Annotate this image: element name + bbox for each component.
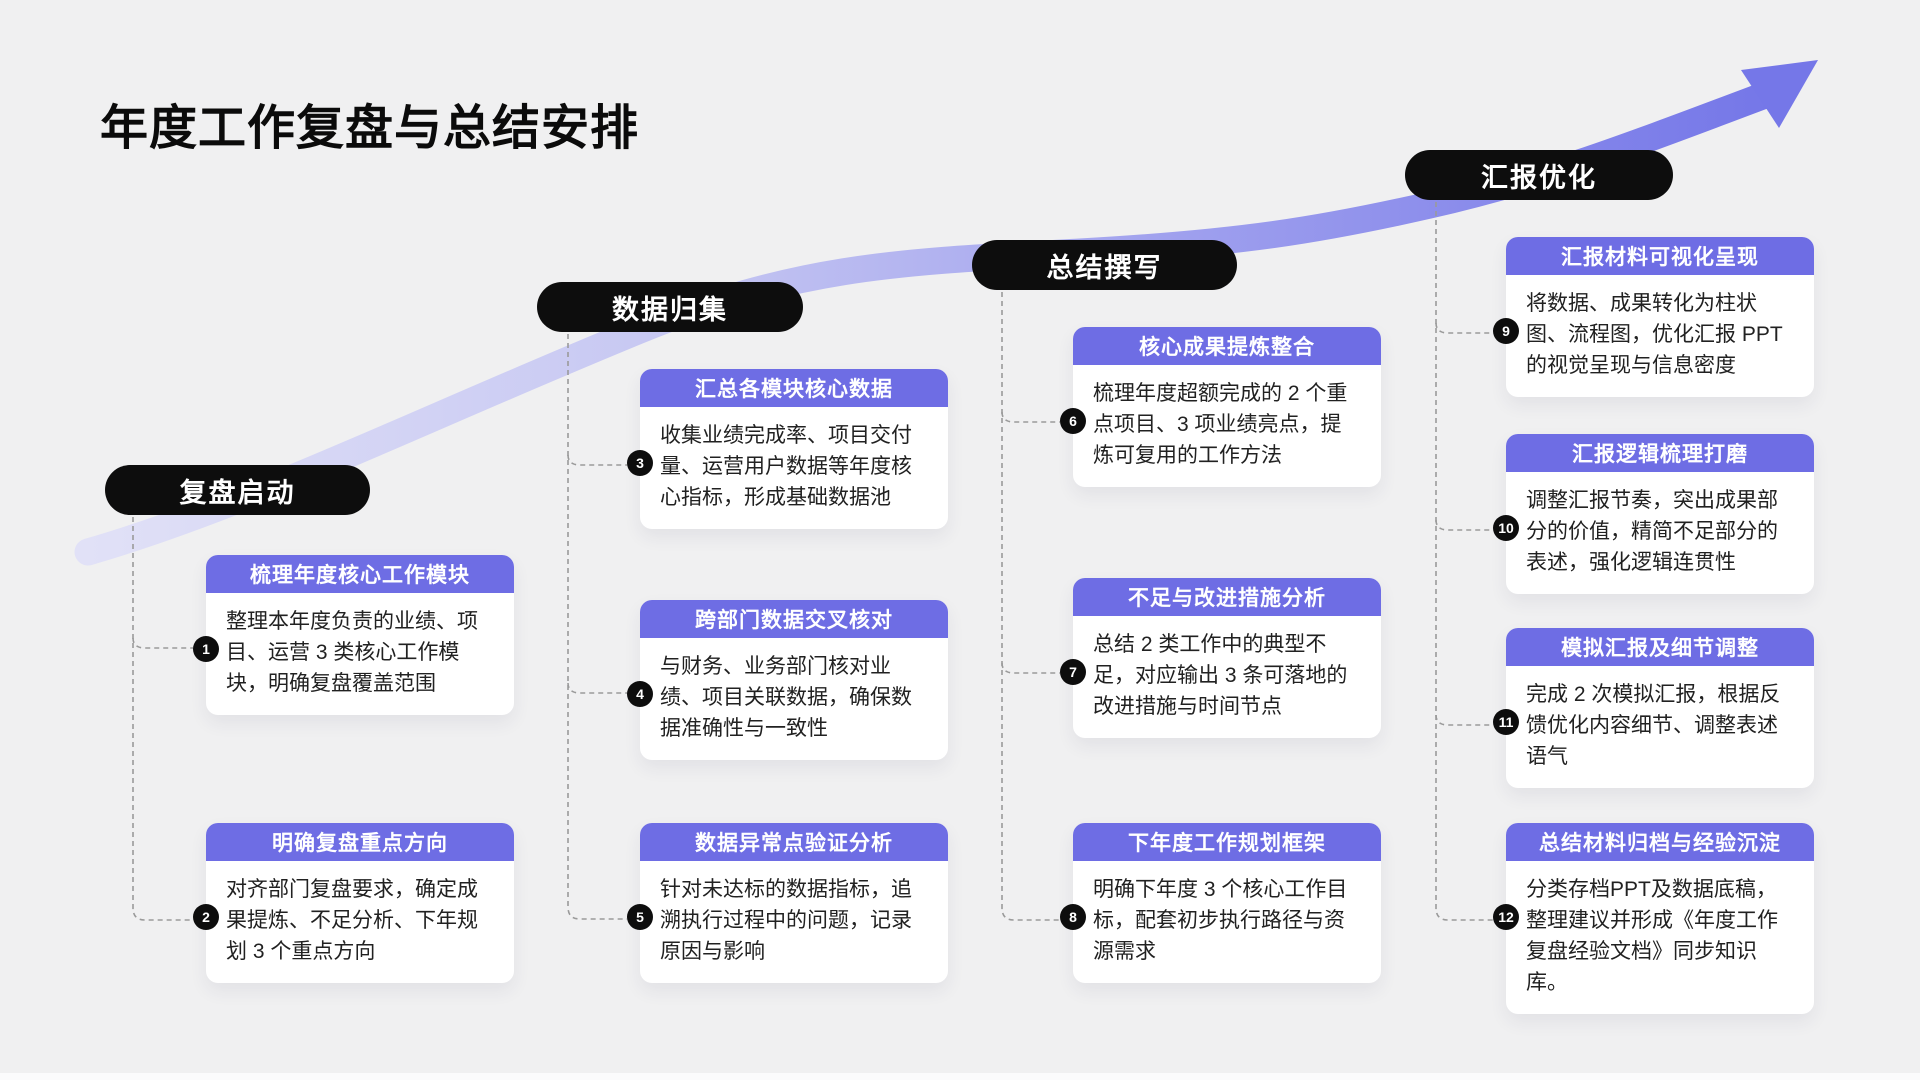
task-card-body: 明确下年度 3 个核心工作目标，配套初步执行路径与资源需求 (1093, 878, 1348, 963)
task-card-body: 整理本年度负责的业绩、项目、运营 3 类核心工作模块，明确复盘覆盖范围 (226, 610, 478, 695)
task-card-body: 梳理年度超额完成的 2 个重点项目、3 项业绩亮点，提炼可复用的工作方法 (1093, 382, 1348, 467)
task-card-title: 总结材料归档与经验沉淀 (1506, 823, 1814, 861)
task-card-title: 核心成果提炼整合 (1073, 327, 1381, 365)
task-card: 3 汇总各模块核心数据 收集业绩完成率、项目交付量、运营用户数据等年度核心指标，… (627, 369, 948, 529)
task-card-title: 汇报逻辑梳理打磨 (1506, 434, 1814, 472)
task-card-body: 收集业绩完成率、项目交付量、运营用户数据等年度核心指标，形成基础数据池 (660, 424, 912, 509)
task-card-body: 对齐部门复盘要求，确定成果提炼、不足分析、下年规划 3 个重点方向 (226, 878, 478, 963)
task-card: 8 下年度工作规划框架 明确下年度 3 个核心工作目标，配套初步执行路径与资源需… (1060, 823, 1381, 983)
task-card: 10 汇报逻辑梳理打磨 调整汇报节奏，突出成果部分的价值，精简不足部分的表述，强… (1493, 434, 1814, 594)
task-card-title: 跨部门数据交叉核对 (640, 600, 948, 638)
task-card: 1 梳理年度核心工作模块 整理本年度负责的业绩、项目、运营 3 类核心工作模块，… (193, 555, 514, 715)
step-number-badge: 7 (1060, 659, 1086, 685)
page-title: 年度工作复盘与总结安排 (100, 102, 640, 155)
stage-pill-label: 汇报优化 (1481, 162, 1597, 193)
task-card: 9 汇报材料可视化呈现 将数据、成果转化为柱状图、流程图，优化汇报 PPT 的视… (1493, 237, 1814, 397)
task-card: 2 明确复盘重点方向 对齐部门复盘要求，确定成果提炼、不足分析、下年规划 3 个… (193, 823, 514, 983)
step-number-badge: 11 (1493, 709, 1519, 735)
task-card-body: 针对未达标的数据指标，追溯执行过程中的问题，记录原因与影响 (660, 878, 912, 963)
task-card-title: 汇总各模块核心数据 (640, 369, 948, 407)
step-number-badge: 2 (193, 904, 219, 930)
task-card-title: 梳理年度核心工作模块 (206, 555, 514, 593)
task-card: 11 模拟汇报及细节调整 完成 2 次模拟汇报，根据反馈优化内容细节、调整表述语… (1493, 628, 1814, 788)
task-card-title: 数据异常点验证分析 (640, 823, 948, 861)
footer-strip (0, 1073, 1920, 1080)
step-number-badge: 10 (1493, 515, 1519, 541)
task-card: 6 核心成果提炼整合 梳理年度超额完成的 2 个重点项目、3 项业绩亮点，提炼可… (1060, 327, 1381, 487)
stage-pill-summary-writing: 总结撰写 (972, 240, 1237, 290)
task-card-title: 模拟汇报及细节调整 (1506, 628, 1814, 666)
task-card-title: 明确复盘重点方向 (206, 823, 514, 861)
step-number-badge: 4 (627, 681, 653, 707)
stage-pill-label: 数据归集 (612, 294, 728, 325)
task-card-body: 与财务、业务部门核对业绩、项目关联数据，确保数据准确性与一致性 (660, 655, 912, 740)
task-card-body: 将数据、成果转化为柱状图、流程图，优化汇报 PPT 的视觉呈现与信息密度 (1526, 292, 1783, 377)
stage-pill-data-collection: 数据归集 (537, 282, 803, 332)
stage-pill-review-kickoff: 复盘启动 (105, 465, 370, 515)
step-number-badge: 9 (1493, 318, 1519, 344)
task-card: 7 不足与改进措施分析 总结 2 类工作中的典型不足，对应输出 3 条可落地的改… (1060, 578, 1381, 738)
task-card-title: 下年度工作规划框架 (1073, 823, 1381, 861)
task-card-title: 汇报材料可视化呈现 (1506, 237, 1814, 275)
step-number-badge: 1 (193, 636, 219, 662)
task-card: 4 跨部门数据交叉核对 与财务、业务部门核对业绩、项目关联数据，确保数据准确性与… (627, 600, 948, 760)
step-number-badge: 12 (1493, 904, 1519, 930)
step-number-badge: 8 (1060, 904, 1086, 930)
task-card-body: 调整汇报节奏，突出成果部分的价值，精简不足部分的表述，强化逻辑连贯性 (1526, 489, 1778, 574)
task-card-title: 不足与改进措施分析 (1073, 578, 1381, 616)
stage-pill-report-optimization: 汇报优化 (1405, 150, 1673, 200)
task-card-body: 总结 2 类工作中的典型不足，对应输出 3 条可落地的改进措施与时间节点 (1093, 633, 1348, 718)
step-number-badge: 6 (1060, 408, 1086, 434)
task-card-body: 分类存档PPT及数据底稿，整理建议并形成《年度工作复盘经验文档》同步知识库。 (1526, 878, 1778, 994)
connector-lines (132, 202, 1493, 921)
stage-pill-label: 总结撰写 (1046, 252, 1163, 283)
task-card: 5 数据异常点验证分析 针对未达标的数据指标，追溯执行过程中的问题，记录原因与影… (627, 823, 948, 983)
step-number-badge: 5 (627, 904, 653, 930)
stage-pill-label: 复盘启动 (179, 477, 296, 508)
task-card: 12 总结材料归档与经验沉淀 分类存档PPT及数据底稿，整理建议并形成《年度工作… (1493, 823, 1814, 1014)
task-card-body: 完成 2 次模拟汇报，根据反馈优化内容细节、调整表述语气 (1526, 683, 1781, 768)
step-number-badge: 3 (627, 450, 653, 476)
